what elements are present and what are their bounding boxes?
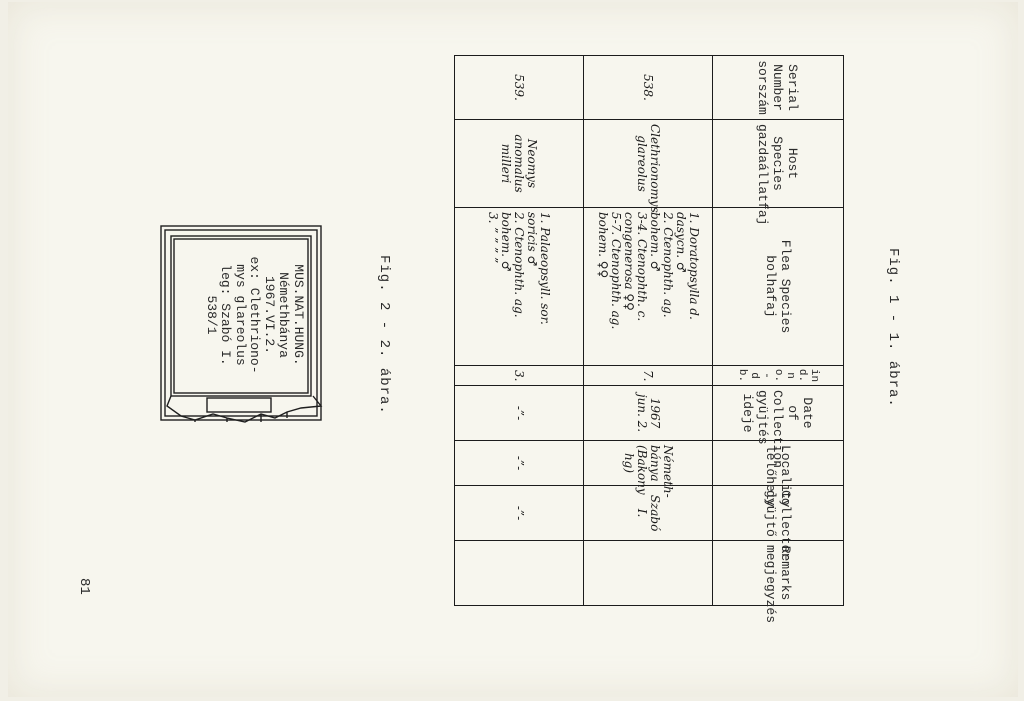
specimen-label-outline — [160, 225, 323, 423]
header-collector: Collector gyüjtő — [712, 485, 844, 560]
row2-locality: -”- — [454, 440, 584, 486]
row1-host: Clethrionomys glareolus — [583, 119, 713, 213]
table-header-row: Serial Number sorszám Host Species gazda… — [712, 55, 844, 623]
row2-date: -”- — [454, 385, 584, 441]
row2-indno: 3. — [454, 365, 584, 386]
specimen-label-line6: leg: Szabó I. — [218, 264, 234, 366]
page-number: 81 — [76, 578, 92, 595]
row2-host-line2: milleri — [499, 143, 514, 184]
table-row: 538. Clethrionomys glareolus 1. Doratops… — [583, 55, 713, 606]
row1-flea-line3: 3-4. Ctenophth. c. congenerosa ♀♀ — [622, 212, 649, 322]
row1-host-line1: Clethrionomys — [648, 124, 662, 213]
fig1-caption: Fig. 1 - 1. ábra. — [885, 248, 901, 408]
header-date-line3: gyüjtés ideje — [740, 390, 771, 445]
header-flea-line1: Flea Species — [778, 239, 793, 334]
header-host-line1: Host Species — [770, 136, 801, 191]
row2-collector: -”- — [454, 485, 584, 541]
header-remarks-line1: Remarks — [778, 545, 793, 601]
fig2-caption: Fig. 2 - 2. ábra. — [376, 255, 392, 415]
header-date-line1: Date of — [785, 397, 816, 429]
row1-flea-line1: 1. Doratopsylla d. dasycn. ♂ — [674, 212, 701, 320]
row1-date-line2: jun. 2. — [635, 393, 649, 433]
header-locality: Locality lelőhely — [712, 440, 844, 507]
row2-remarks — [454, 540, 584, 606]
row2-flea-line2: 2. Ctenophth. ag. bohem. ♂ — [499, 212, 527, 318]
header-date: Date of Collection gyüjtés ideje — [712, 385, 844, 468]
row2-flea-line3: 3. ” ” ” ” — [486, 212, 501, 264]
row1-flea: 1. Doratopsylla d. dasycn. ♂ 2. Ctenopht… — [583, 207, 713, 366]
header-host-line2: gazdaállatfaj — [755, 124, 771, 226]
row2-host: Neomys anomalus milleri — [454, 119, 584, 208]
row1-serial: 538. — [583, 55, 713, 120]
row1-date: 1967 jun. 2. — [583, 385, 713, 441]
specimen-label-line3: 1967.VI.2. — [262, 275, 277, 354]
table-container: Serial Number sorszám Host Species gazda… — [454, 55, 844, 623]
specimen-label-line7: 538/1 — [204, 295, 219, 335]
row1-locality-line2: bánya — [648, 445, 662, 482]
header-indno: ind.no. - db. — [712, 365, 844, 386]
header-indno-text: ind.no. - db. — [736, 368, 820, 383]
header-collector-line2: gyüjtő — [763, 490, 778, 537]
row1-date-line1: 1967 — [648, 397, 662, 429]
row2-serial: 539. — [454, 55, 584, 120]
page-background — [8, 2, 1018, 697]
header-remarks-line2: megjegyzés — [763, 545, 778, 624]
row1-locality-line1: Németh- — [661, 445, 675, 498]
specimen-label-figure: MUS.NAT.HUNG. Némethbánya 1967.VI.2. ex:… — [159, 222, 331, 432]
header-host: Host Species gazdaállatfaj — [712, 119, 844, 225]
header-flea: Flea Species bolhafaj — [712, 207, 844, 366]
header-serial-line3: sorszám — [755, 60, 771, 115]
specimen-label-line5: mys glareolus — [233, 264, 248, 366]
row2-host-line1: Neomys anomalus — [512, 134, 540, 193]
header-remarks: Remarks megjegyzés — [712, 540, 844, 623]
row1-flea-line4: 5-7. Ctenophth. ag. bohem. ♀♀ — [596, 212, 623, 330]
header-flea-line2: bolhafaj — [763, 255, 778, 318]
header-serial-line1: Serial — [785, 64, 801, 111]
row2-flea-line1: 1. Palaeopsyll. sor. soricis ♂ — [525, 212, 553, 325]
specimen-label-text: MUS.NAT.HUNG. Némethbánya 1967.VI.2. ex:… — [204, 240, 306, 390]
row1-host-line2: glareolus — [635, 135, 649, 192]
row1-locality: Németh- bánya (Bakony hg) — [583, 440, 713, 498]
specimen-label-line4: ex: Clethriono- — [247, 256, 263, 374]
specimen-label-line1: MUS.NAT.HUNG. — [291, 264, 306, 366]
header-serial: Serial Number sorszám — [712, 55, 844, 120]
row2-flea: 1. Palaeopsyll. sor. soricis ♂ 2. Ctenop… — [454, 207, 584, 366]
specimen-label-line2: Némethbánya — [276, 272, 292, 358]
row1-indno: 7. — [583, 365, 713, 386]
row1-flea-line2: 2. Ctenophth. ag. bohem. ♂ — [648, 212, 675, 318]
row1-remarks — [583, 540, 713, 606]
header-serial-line2: Number — [770, 64, 786, 111]
flea-data-table: Serial Number sorszám Host Species gazda… — [454, 55, 844, 623]
table-row: 539. Neomys anomalus milleri 1. Palaeops… — [454, 55, 584, 606]
